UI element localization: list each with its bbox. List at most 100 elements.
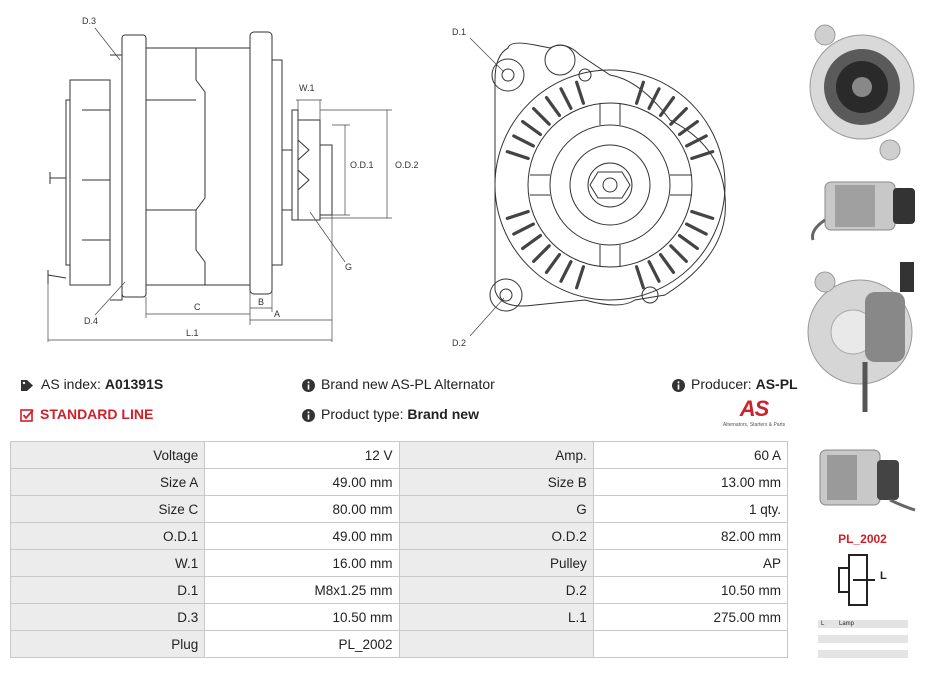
cooling-fin xyxy=(544,96,562,118)
spec-value-cell: 49.00 mm xyxy=(205,469,400,496)
cooling-fin xyxy=(677,119,699,137)
spec-label-cell: Voltage xyxy=(10,441,206,469)
cooling-fin xyxy=(669,244,688,263)
product-photo-angle[interactable] xyxy=(805,435,920,520)
cooling-fin xyxy=(690,209,715,220)
cooling-fin xyxy=(685,134,708,148)
cooling-fin xyxy=(512,134,535,148)
product-type-value: Brand new xyxy=(407,406,479,422)
spec-label-cell: D.2 xyxy=(399,577,594,604)
label-g: G xyxy=(345,262,352,272)
spec-value-cell: 16.00 mm xyxy=(205,550,400,577)
standard-line: STANDARD LINE xyxy=(20,406,153,423)
product-photo-front[interactable] xyxy=(805,5,920,165)
spec-value-cell: 82.00 mm xyxy=(593,523,788,550)
plug-code: PL_2002 xyxy=(838,532,887,546)
spec-value-cell: 49.00 mm xyxy=(205,523,400,550)
label-b: B xyxy=(258,297,264,307)
product-photo-rear[interactable] xyxy=(805,252,920,432)
spec-value-cell: AP xyxy=(593,550,788,577)
spec-label-cell: Size A xyxy=(10,469,206,496)
cooling-fin xyxy=(690,150,715,161)
spec-value-cell: 1 qty. xyxy=(593,496,788,523)
legend-pin: L xyxy=(821,621,825,627)
spec-value-cell: PL_2002 xyxy=(205,631,400,658)
spec-value-cell: 275.00 mm xyxy=(593,604,788,631)
cooling-fin xyxy=(677,233,699,251)
legend-desc: Lamp xyxy=(839,621,855,627)
spec-label-cell: L.1 xyxy=(399,604,594,631)
spec-value-cell: 10.50 mm xyxy=(205,604,400,631)
cooling-fin xyxy=(634,80,645,105)
cooling-fin xyxy=(685,222,708,236)
cooling-fin xyxy=(575,80,586,105)
spec-label-cell: W.1 xyxy=(10,550,206,577)
spec-label-cell: D.1 xyxy=(10,577,206,604)
producer-value: AS-PL xyxy=(755,376,798,392)
as-index: AS index: A01391S xyxy=(20,376,163,392)
brand-text: Brand new AS-PL Alternator xyxy=(321,376,495,392)
logo-tagline: Alternators, Starters & Parts xyxy=(722,422,786,428)
spec-label-cell: Plug xyxy=(10,631,206,658)
cooling-fin xyxy=(647,260,661,283)
info-icon xyxy=(302,378,315,392)
cooling-fin xyxy=(634,265,645,290)
spec-label-cell: Pulley xyxy=(399,550,594,577)
spec-value-cell: 80.00 mm xyxy=(205,496,400,523)
front-view-drawing: D.1 D.2 xyxy=(452,27,726,348)
as-pl-logo: AS Alternators, Starters & Parts xyxy=(716,396,792,429)
as-index-label: AS index: xyxy=(41,376,101,392)
label-d4: D.4 xyxy=(84,316,98,326)
spec-label-cell: Size C xyxy=(10,496,206,523)
label-d3: D.3 xyxy=(82,16,96,26)
logo-mark: AS xyxy=(739,396,770,421)
spec-value-cell: 12 V xyxy=(205,441,400,469)
product-type: Product type: Brand new xyxy=(302,406,479,422)
spec-label-cell: Amp. xyxy=(399,441,594,469)
cooling-fin xyxy=(532,107,551,126)
cooling-fin xyxy=(658,96,676,118)
spec-label-cell: G xyxy=(399,496,594,523)
spec-value-cell: 60 A xyxy=(593,441,788,469)
cooling-fin xyxy=(505,150,530,161)
tag-icon xyxy=(21,379,33,391)
label-w1: W.1 xyxy=(299,83,315,93)
label-d1: D.1 xyxy=(452,27,466,37)
spec-label-cell xyxy=(399,631,594,658)
checkbox-icon xyxy=(20,409,34,423)
label-l1: L.1 xyxy=(186,328,199,338)
info-icon xyxy=(302,408,315,422)
cooling-fin xyxy=(575,265,586,290)
spec-value-cell: 13.00 mm xyxy=(593,469,788,496)
cooling-fin xyxy=(505,209,530,220)
side-view-drawing: D.3 D.4 W.1 O.D.1 O.D.2 G B C A L.1 xyxy=(47,16,419,342)
brand-info: Brand new AS-PL Alternator xyxy=(302,376,495,392)
cooling-fin xyxy=(559,260,573,283)
info-icon xyxy=(672,378,685,392)
cooling-fin xyxy=(669,107,688,126)
cooling-fin xyxy=(532,244,551,263)
cooling-fin xyxy=(521,119,543,137)
cooling-fin xyxy=(647,87,661,110)
cooling-fin xyxy=(658,252,676,274)
label-od1: O.D.1 xyxy=(350,160,374,170)
cooling-fin xyxy=(512,222,535,236)
as-index-value: A01391S xyxy=(104,376,164,392)
cooling-fin xyxy=(559,87,573,110)
spec-label-cell: Size B xyxy=(399,469,594,496)
plug-legend: L Lamp xyxy=(818,620,908,658)
spec-label-cell: O.D.2 xyxy=(399,523,594,550)
producer: Producer: AS-PL xyxy=(672,376,798,392)
product-photo-side[interactable] xyxy=(805,170,920,245)
spec-value-cell: 10.50 mm xyxy=(593,577,788,604)
spec-label-cell: D.3 xyxy=(10,604,206,631)
plug-pin-label: L xyxy=(880,570,887,582)
